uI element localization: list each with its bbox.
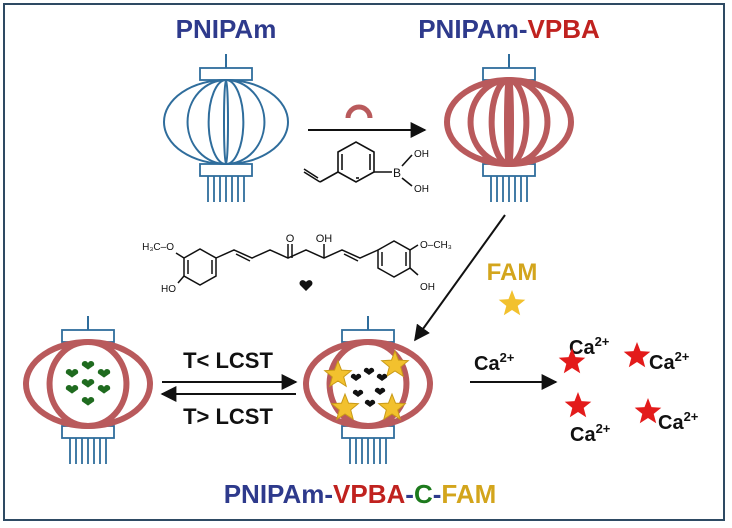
- lantern-rib: [504, 77, 514, 167]
- heart-icon: [81, 378, 95, 388]
- heart-icon: [65, 368, 79, 378]
- curcumin-carbonyl-label: O: [286, 233, 295, 245]
- lantern-icon-pnipam-vpba-c-fam: [303, 316, 433, 464]
- heart-icon: [65, 384, 79, 394]
- heart-icon-curcumin-legend: [299, 280, 313, 291]
- heart-icon: [364, 399, 376, 407]
- ca-arrow-label: Ca2+: [474, 350, 515, 375]
- heart-icon: [81, 360, 95, 370]
- star-icon-red: [634, 398, 662, 424]
- heart-icon: [374, 387, 386, 395]
- star-icon: [498, 290, 526, 316]
- curcumin-ho-left-label: HO: [161, 284, 176, 295]
- ca-arrow-charge: 2+: [500, 350, 515, 365]
- heart-icon: [97, 384, 111, 394]
- lantern-rib: [186, 79, 266, 165]
- title-pnipam-vpba-part1: PNIPAm-: [418, 14, 527, 44]
- lantern-rib: [46, 339, 130, 429]
- lantern-bottom-cap: [199, 163, 253, 177]
- lantern-rib: [326, 339, 410, 429]
- ca-ion-4: Ca2+: [658, 409, 699, 434]
- bottom-title-pnipam: PNIPAm-: [224, 479, 333, 509]
- star-icon: [380, 349, 410, 378]
- lantern-rib: [163, 79, 289, 165]
- ca-ion-2: Ca2+: [649, 349, 690, 374]
- curcumin-methoxy-left-label: H₃C–O: [142, 242, 174, 253]
- label-t-below-lcst: T< LCST: [183, 348, 273, 373]
- star-icon-red: [623, 342, 651, 368]
- ca-ion-3: Ca2+: [570, 421, 611, 446]
- bottom-title-dash2: -: [433, 479, 442, 509]
- vpba-oh-top-label: OH: [414, 149, 429, 160]
- bottom-title-vpba: VPBA: [333, 479, 405, 509]
- red-stars: [558, 342, 662, 424]
- fam-label: FAM: [487, 259, 538, 286]
- curcumin-enol-label: OH: [316, 233, 333, 245]
- star-icon-fam: [498, 290, 526, 316]
- vpba-oh-bottom-label: OH: [414, 184, 429, 195]
- lantern-rib: [223, 79, 229, 165]
- diagram-frame: [3, 3, 725, 521]
- vpba-boron-label: B: [393, 166, 401, 180]
- heart-icon: [352, 389, 364, 397]
- chemical-structure-icon-curcumin: [175, 240, 419, 286]
- arrow-icon-diagonal: [414, 214, 506, 342]
- heart-icon: [376, 373, 388, 381]
- ca-arrow-base: Ca: [474, 353, 500, 375]
- star-icon: [330, 392, 360, 421]
- lantern-rib: [303, 339, 433, 429]
- chemical-structure-icon-vpba: [303, 141, 413, 187]
- lantern-icon-pnipam: [163, 54, 289, 202]
- lantern-icon-curcumin-loaded: [23, 316, 153, 464]
- label-t-above-lcst: T> LCST: [183, 404, 273, 429]
- heart-icon: [97, 368, 111, 378]
- bottom-title-dash1: -: [405, 479, 414, 509]
- lantern-top-cap: [199, 67, 253, 81]
- heart-icon: [363, 367, 375, 375]
- star-icon-red: [558, 348, 586, 374]
- bottom-title-fam: FAM: [441, 479, 496, 509]
- heart-icon: [81, 396, 95, 406]
- title-pnipam-vpba-part2: VPBA: [528, 14, 600, 44]
- title-pnipam-vpba-c-fam: PNIPAm-VPBA-C-FAM: [224, 479, 497, 509]
- curcumin-oh-right-label: OH: [420, 282, 435, 293]
- vpba-arc-icon: [345, 104, 373, 119]
- star-icon-red: [564, 392, 592, 418]
- heart-icon: [350, 373, 362, 381]
- star-icon: [377, 392, 407, 421]
- curcumin-methoxy-right-label: O–CH₃: [420, 240, 452, 251]
- lantern-rib: [207, 79, 245, 165]
- bottom-title-c: C: [414, 479, 433, 509]
- star-icon: [323, 359, 353, 388]
- title-pnipam: PNIPAm: [176, 14, 277, 44]
- title-pnipam-vpba: PNIPAm-VPBA: [418, 14, 600, 44]
- lantern-icon-pnipam-vpba: [444, 54, 574, 202]
- ca-ion-1: Ca2+: [569, 334, 610, 359]
